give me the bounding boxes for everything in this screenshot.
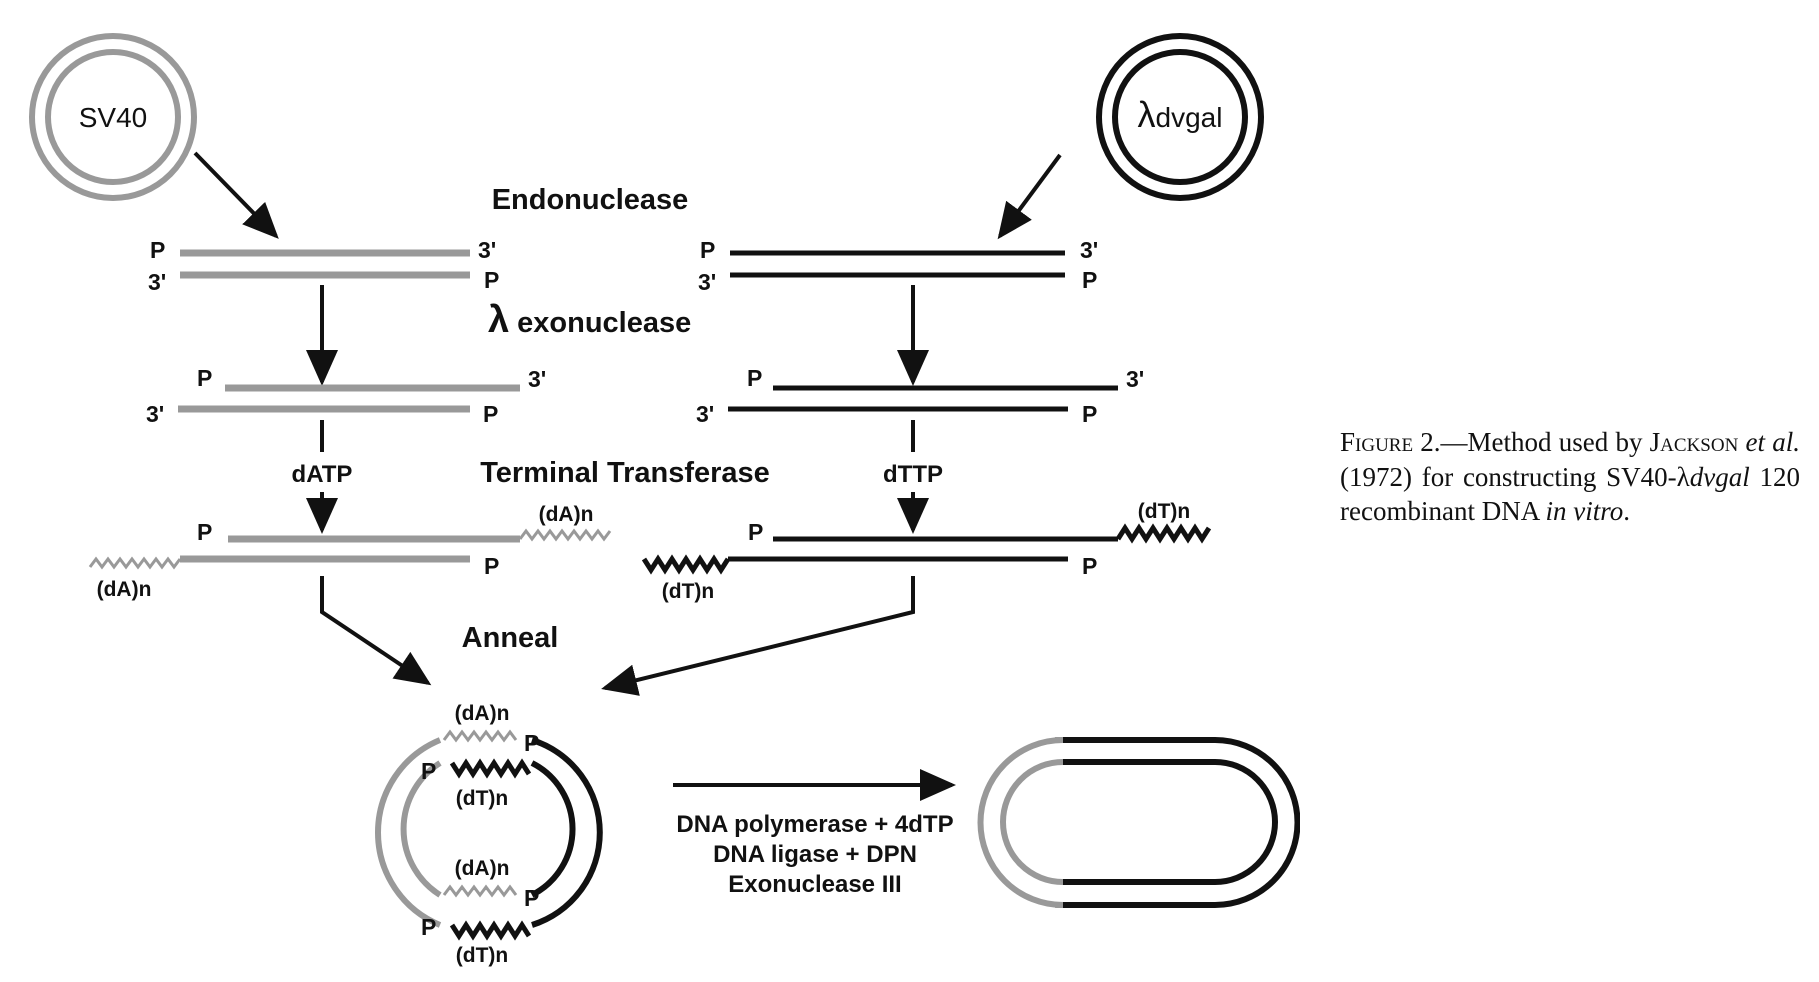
da-tail: [442, 884, 518, 898]
end-label-p: P: [483, 401, 498, 427]
end-label-p: P: [197, 365, 212, 391]
arrow-lambda-to-anneal: [601, 576, 915, 696]
recombinant-circle: [977, 737, 1300, 908]
dt-tail: [449, 758, 532, 779]
da-tail-label: (dA)n: [455, 702, 510, 725]
annealed-hybrid: (dA)n (dT)n P P (dA)n (dT)n P P: [375, 702, 603, 967]
sv40-label: SV40: [79, 102, 148, 133]
sv40-trimmed-duplex: P 3' 3' P: [146, 365, 546, 427]
end-label-p: P: [748, 519, 763, 545]
sv40-da-tailed-duplex: P P (dA)n (dA)n: [88, 503, 612, 601]
arrow-sv40-to-anneal: [320, 576, 432, 686]
dttp-label: dTTP: [883, 461, 943, 488]
end-label-p: P: [484, 553, 499, 579]
recombinant-dna-diagram: SV40 λdvgal Endonuclease P 3' 3' P P 3' …: [29, 33, 1300, 967]
end-label-p: P: [197, 519, 212, 545]
figure-caption: Figure 2.—Method used by Jackson et al. …: [1340, 427, 1800, 527]
author-name: Jackson: [1649, 427, 1739, 457]
da-tail: [442, 729, 518, 743]
end-label-p: P: [150, 237, 165, 263]
figure-number: Figure 2.: [1340, 427, 1441, 457]
lambda-linear-duplex: P 3' 3' P: [698, 237, 1098, 295]
dt-tail-label: (dT)n: [456, 944, 508, 967]
endonuclease-label: Endonuclease: [492, 184, 689, 216]
arrow-sv40-down: [193, 151, 279, 239]
end-label-3prime: 3': [478, 237, 496, 263]
enzyme-line: Exonuclease III: [728, 871, 901, 898]
end-label-3prime: 3': [1080, 237, 1098, 263]
end-label-p: P: [524, 730, 539, 756]
dt-tail: [1115, 523, 1212, 544]
da-tail: [88, 556, 182, 570]
da-tail-label: (dA)n: [539, 503, 594, 526]
dt-tail-label: (dT)n: [456, 787, 508, 810]
end-label-3prime: 3': [528, 366, 546, 392]
dt-tail: [449, 920, 532, 941]
sv40-circle: SV40: [29, 33, 197, 201]
terminal-transferase-label: Terminal Transferase: [480, 457, 770, 489]
end-label-p: P: [747, 365, 762, 391]
end-label-p: P: [1082, 267, 1097, 293]
sv40-linear-duplex: P 3' 3' P: [148, 237, 499, 295]
end-label-p: P: [700, 237, 715, 263]
end-label-p: P: [421, 758, 436, 784]
lambda-symbol: λ: [488, 299, 509, 341]
lambda-dvgal-circle: λdvgal: [1096, 33, 1264, 201]
end-label-p: P: [1082, 553, 1097, 579]
da-tail: [518, 528, 612, 542]
lambda-trimmed-duplex: P 3' 3' P: [696, 365, 1144, 427]
dt-tail-label: (dT)n: [1138, 500, 1190, 523]
anneal-label: Anneal: [462, 622, 559, 654]
datp-label: dATP: [292, 461, 353, 488]
end-label-p: P: [484, 267, 499, 293]
da-tail-label: (dA)n: [97, 578, 152, 601]
end-label-3prime: 3': [1126, 366, 1144, 392]
end-label-3prime: 3': [696, 401, 714, 427]
dt-tail-label: (dT)n: [662, 580, 714, 603]
lambda-dt-tailed-duplex: P P (dT)n (dT)n: [641, 500, 1212, 603]
enzyme-line: DNA polymerase + 4dTP: [676, 811, 953, 838]
arrow-lambda-down: [997, 153, 1062, 240]
da-tail-label: (dA)n: [455, 857, 510, 880]
end-label-3prime: 3': [148, 269, 166, 295]
enzyme-line: DNA ligase + DPN: [713, 841, 917, 868]
lambda-dvgal-label: λdvgal: [1138, 94, 1223, 135]
end-label-p: P: [421, 914, 436, 940]
end-label-3prime: 3': [146, 401, 164, 427]
end-label-p: P: [1082, 401, 1097, 427]
end-label-p: P: [524, 885, 539, 911]
lambda-symbol: λ: [1138, 94, 1156, 135]
dt-tail: [641, 554, 731, 575]
end-label-3prime: 3': [698, 269, 716, 295]
